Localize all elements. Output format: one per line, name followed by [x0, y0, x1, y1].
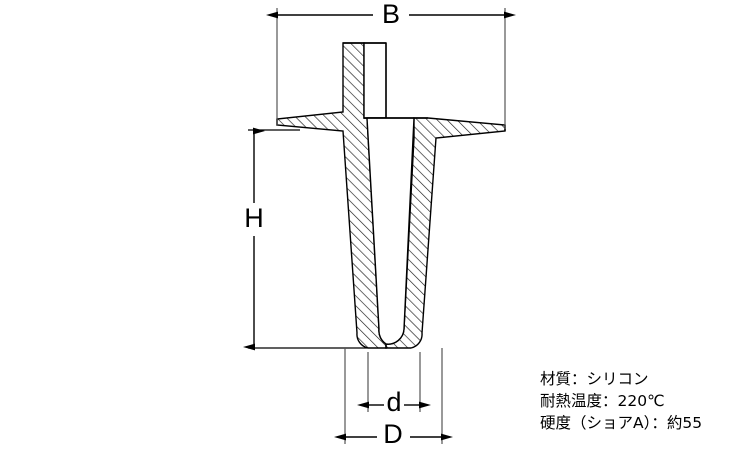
- dimension-d-large: D: [334, 348, 453, 449]
- d-small-dimension-label: d: [386, 387, 401, 417]
- h-dimension-label: H: [244, 203, 264, 233]
- specification-block: 材質：シリコン 耐熱温度：220℃ 硬度（ショアA）：約55: [540, 370, 702, 432]
- inner-cavity-tapered: [366, 117, 415, 345]
- dimension-h: H: [243, 127, 368, 351]
- inner-bore-upper: [363, 42, 387, 119]
- part-cross-section: [276, 42, 506, 349]
- material-spec-line: 材質：シリコン: [540, 370, 649, 388]
- hardness-spec-line: 硬度（ショアA）：約55: [540, 414, 702, 432]
- D-large-dimension-label: D: [383, 419, 403, 449]
- b-dimension-label: B: [382, 0, 400, 29]
- heat-resistance-spec-line: 耐熱温度：220℃: [540, 392, 665, 410]
- dimension-b: B: [266, 0, 516, 129]
- dimension-d-small: d: [357, 352, 431, 417]
